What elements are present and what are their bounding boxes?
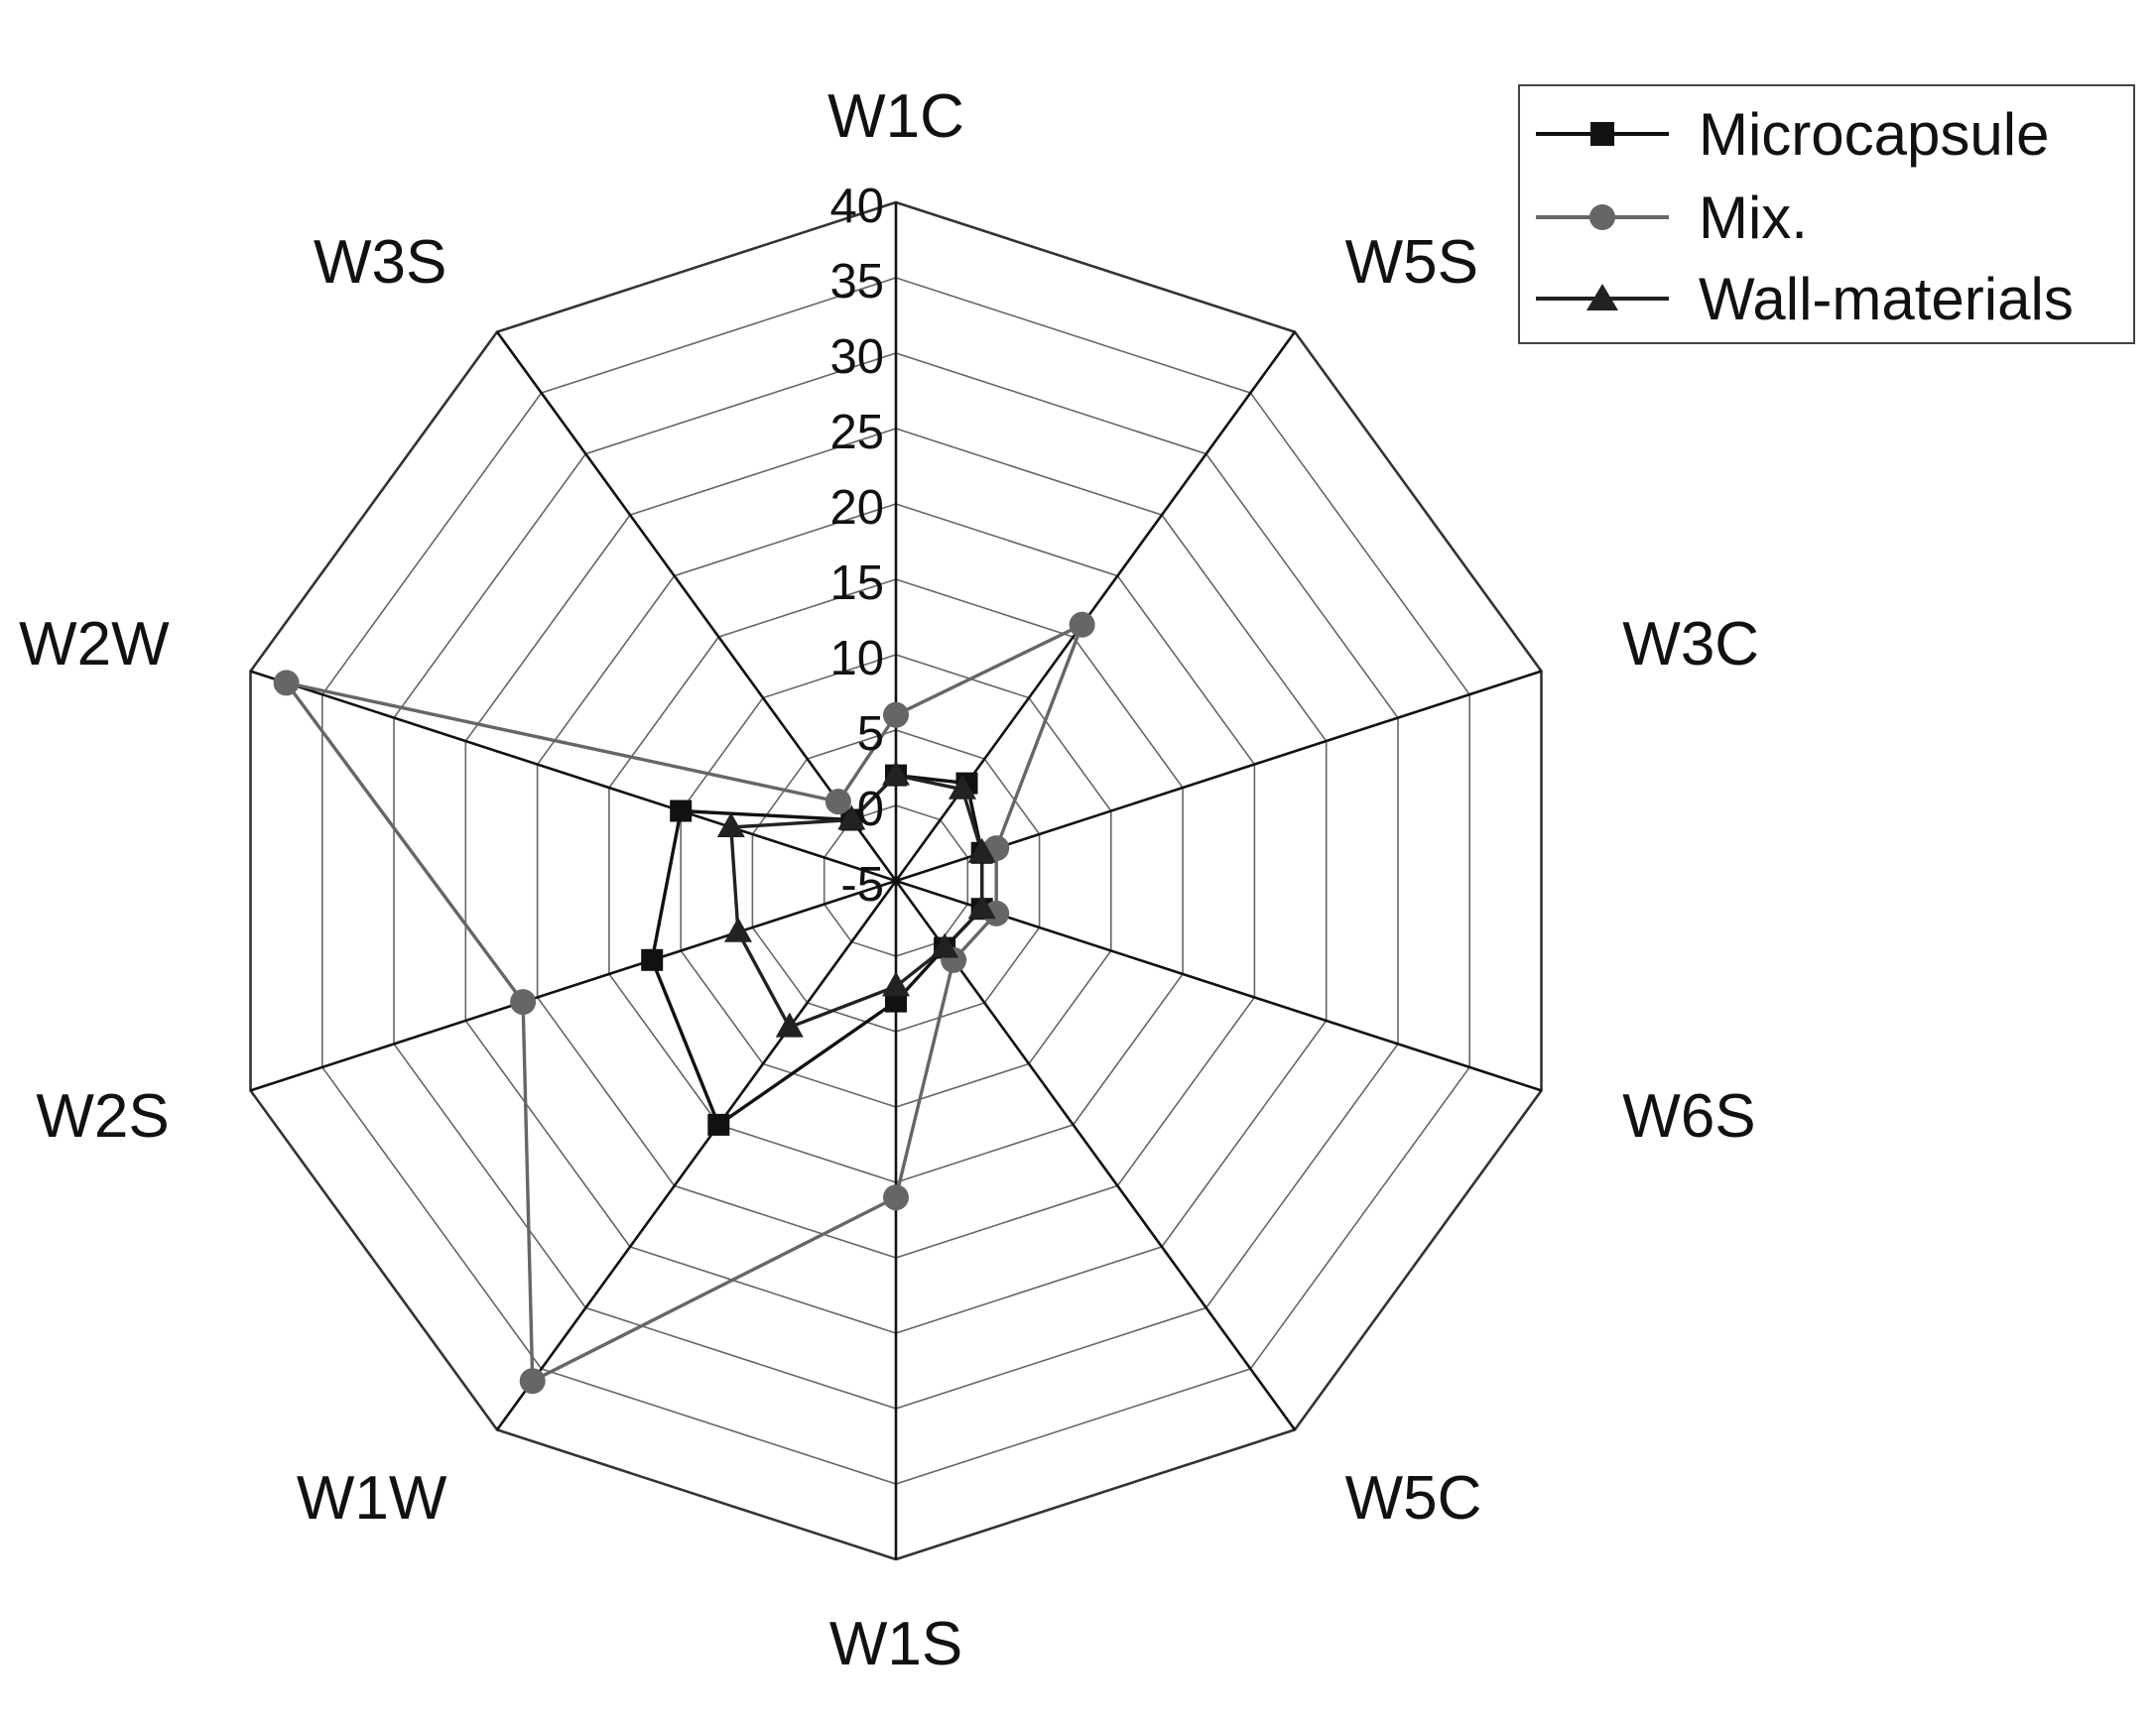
tick-label: 20 bbox=[829, 481, 884, 535]
radar-spoke bbox=[250, 879, 897, 1092]
data-point-wall-materials bbox=[967, 837, 996, 863]
legend-label-microcapsule: Microcapsule bbox=[1699, 101, 2050, 168]
data-point-wall-materials bbox=[837, 804, 866, 830]
axis-label-w3s: W3S bbox=[314, 228, 446, 297]
axis-labels: W1C W5S W3C W6S W5C W1S W1W W2S W2W W3S bbox=[19, 82, 1759, 1678]
axis-label-w5c: W5C bbox=[1345, 1464, 1482, 1533]
legend-entry-microcapsule: Microcapsule bbox=[1520, 92, 2133, 176]
square-marker-icon bbox=[1536, 122, 1669, 146]
legend-label-wall-materials: Wall-materials bbox=[1699, 266, 2074, 332]
tick-label: 35 bbox=[829, 255, 884, 308]
data-point-wall-materials bbox=[882, 760, 910, 786]
data-point-microcapsule bbox=[641, 948, 664, 971]
radar-spoke bbox=[250, 670, 897, 883]
axis-label-w1s: W1S bbox=[829, 1610, 962, 1678]
data-point-mix bbox=[883, 701, 909, 728]
data-point-mix bbox=[519, 1368, 546, 1395]
data-point-wall-materials bbox=[882, 971, 910, 997]
axis-label-w6s: W6S bbox=[1622, 1082, 1755, 1151]
data-point-wall-materials bbox=[724, 917, 752, 942]
tick-label: 25 bbox=[829, 406, 884, 459]
triangle-marker-icon bbox=[1536, 284, 1669, 310]
data-point-wall-materials bbox=[775, 1012, 804, 1038]
data-point-mix bbox=[824, 789, 851, 815]
legend-entry-mix: Mix. bbox=[1520, 176, 2133, 259]
series-line-microcapsule bbox=[650, 773, 984, 1127]
data-point-mix bbox=[883, 1184, 909, 1211]
axis-label-w2s: W2S bbox=[36, 1082, 169, 1151]
data-point-wall-materials bbox=[716, 812, 745, 837]
data-point-mix bbox=[1069, 611, 1095, 638]
data-point-mix bbox=[983, 900, 1010, 926]
axis-label-w1c: W1C bbox=[827, 82, 964, 151]
tick-label: 15 bbox=[829, 556, 884, 610]
axis-label-w5s: W5S bbox=[1345, 228, 1478, 297]
axis-label-w3c: W3C bbox=[1622, 610, 1759, 678]
radar-spoke bbox=[495, 880, 898, 1431]
legend-entry-wall-materials: Wall-materials bbox=[1520, 257, 2133, 340]
data-point-mix bbox=[273, 670, 300, 696]
tick-label: 0 bbox=[857, 783, 884, 836]
radial-tick-labels: -5 0 5 10 15 20 25 30 35 40 bbox=[829, 180, 884, 912]
data-point-microcapsule bbox=[670, 800, 693, 822]
data-point-microcapsule bbox=[707, 1113, 730, 1136]
tick-label: -5 bbox=[840, 858, 884, 912]
legend-label-mix: Mix. bbox=[1699, 185, 1808, 251]
tick-label: 10 bbox=[829, 632, 884, 685]
axis-label-w1w: W1W bbox=[297, 1464, 447, 1533]
radar-series bbox=[273, 611, 1095, 1395]
series-line-mix bbox=[284, 623, 1084, 1383]
tick-label: 30 bbox=[829, 330, 884, 384]
circle-marker-icon bbox=[1536, 204, 1669, 230]
tick-label: 40 bbox=[829, 180, 884, 233]
data-point-wall-materials bbox=[931, 932, 959, 958]
data-point-wall-materials bbox=[949, 774, 976, 800]
radar-spoke bbox=[495, 330, 898, 882]
data-point-mix bbox=[510, 989, 537, 1016]
legend: Microcapsule Mix. Wall-materials bbox=[1518, 84, 2135, 344]
tick-label: 5 bbox=[857, 707, 884, 761]
radar-spoke bbox=[894, 880, 1297, 1431]
axis-label-w2w: W2W bbox=[19, 610, 170, 678]
data-point-wall-materials bbox=[967, 894, 996, 920]
